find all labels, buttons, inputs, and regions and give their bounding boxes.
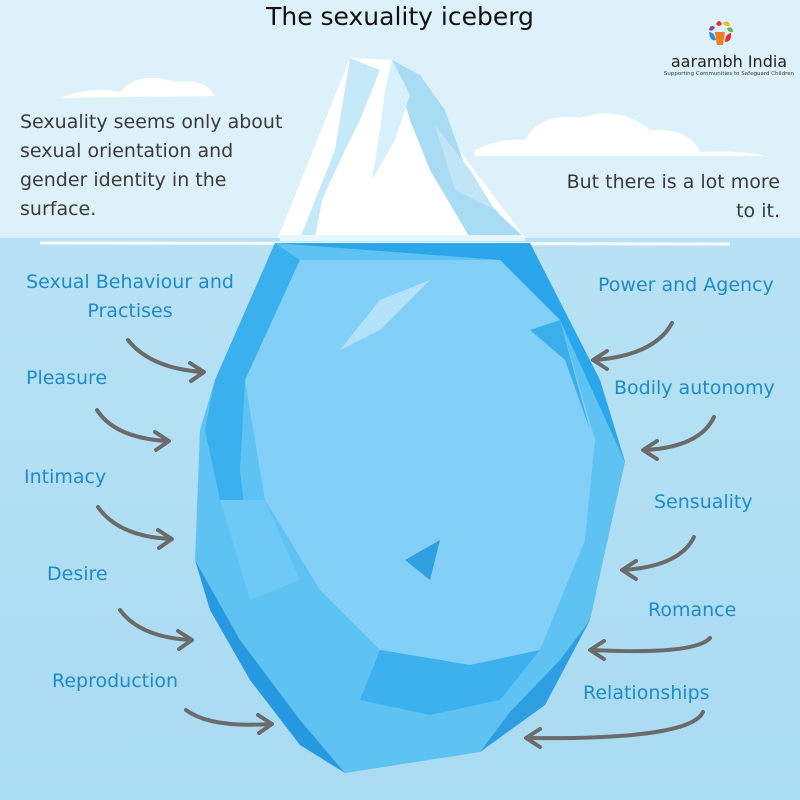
logo-mark-spacer (662, 18, 796, 50)
label-bodily-autonomy: Bodily autonomy (614, 374, 775, 403)
logo-tagline: Supporting Communities to Safeguard Chil… (662, 71, 796, 77)
iceberg-body (195, 243, 625, 773)
label-romance: Romance (648, 596, 736, 625)
logo-name: aarambh India (662, 52, 796, 71)
arrow-bodily-autonomy (643, 417, 714, 459)
arrow-sexual-behaviour (128, 340, 204, 381)
arrow-sensuality (622, 537, 694, 579)
label-pleasure: Pleasure (26, 364, 107, 393)
arrow-relationships (526, 712, 703, 747)
arrow-romance (590, 638, 710, 659)
cloud-left (60, 78, 215, 98)
label-intimacy: Intimacy (24, 463, 106, 492)
arrow-power-agency (593, 323, 672, 369)
arrow-reproduction (186, 710, 272, 733)
label-sensuality: Sensuality (654, 488, 753, 517)
arrow-desire (120, 610, 192, 649)
cloud-right (475, 114, 765, 156)
label-relationships: Relationships (583, 679, 710, 708)
brand-logo: aarambh India Supporting Communities to … (662, 18, 796, 77)
label-sexual-behaviour: Sexual Behaviour and Practises (14, 268, 246, 326)
surface-note: Sexuality seems only about sexual orient… (20, 108, 300, 224)
label-reproduction: Reproduction (52, 667, 178, 696)
label-desire: Desire (47, 560, 108, 589)
more-note: But there is a lot more to it. (560, 168, 780, 226)
label-power-agency: Power and Agency (598, 271, 774, 300)
arrow-pleasure (97, 410, 169, 450)
arrow-intimacy (98, 507, 172, 548)
